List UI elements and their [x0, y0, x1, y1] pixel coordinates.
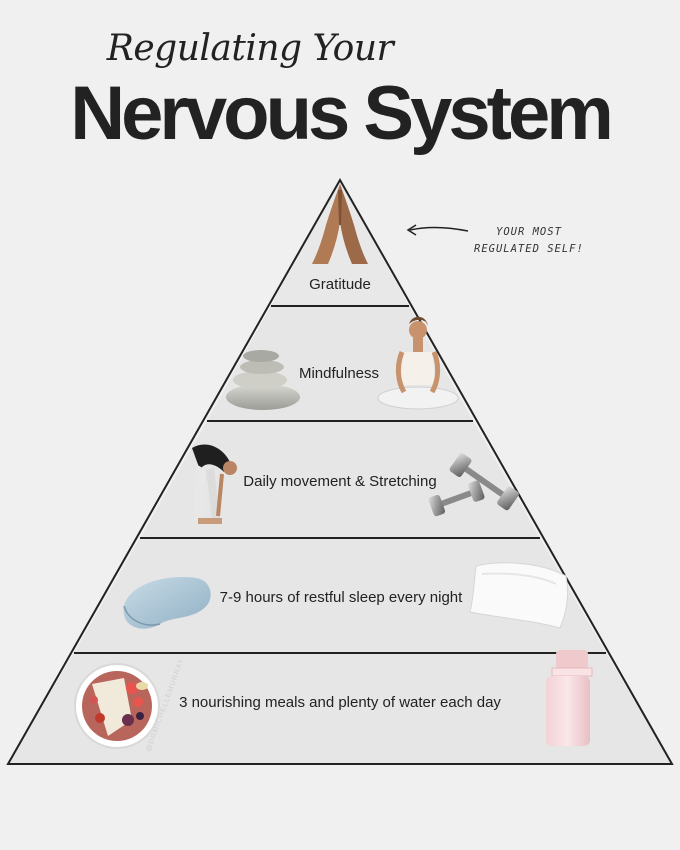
callout-line-2: REGULATED SELF!	[474, 243, 584, 255]
tier-5-fill	[8, 653, 672, 764]
tier-label-movement: Daily movement & Stretching	[243, 473, 436, 490]
callout-arrow	[406, 224, 469, 236]
pyramid-outline	[6, 177, 674, 765]
tier-label-mindfulness: Mindfulness	[299, 365, 379, 382]
fruit-bowl-icon	[74, 663, 160, 749]
subtitle: Regulating Your	[106, 28, 394, 69]
stacked-stones-icon	[226, 350, 300, 410]
dumbbells-icon	[428, 453, 519, 517]
sleep-mask-icon	[123, 577, 211, 629]
page-title: Nervous System	[70, 71, 614, 156]
meditating-woman-icon	[377, 316, 459, 410]
water-bottle-icon	[546, 650, 593, 746]
callout-text: YOUR MOST REGULATED SELF!	[474, 224, 634, 258]
callout-line-1: YOUR MOST	[496, 226, 562, 238]
tier-label-sleep: 7-9 hours of restful sleep every night	[220, 589, 463, 606]
tier-1-fill	[271, 180, 409, 306]
praying-hands-icon	[312, 184, 368, 264]
tier-label-gratitude: Gratitude	[309, 276, 371, 293]
stretching-man-icon	[192, 444, 237, 524]
tier-4-fill	[74, 538, 606, 653]
pillow-icon	[469, 562, 569, 629]
tier-label-nourishment: 3 nourishing meals and plenty of water e…	[179, 694, 501, 711]
